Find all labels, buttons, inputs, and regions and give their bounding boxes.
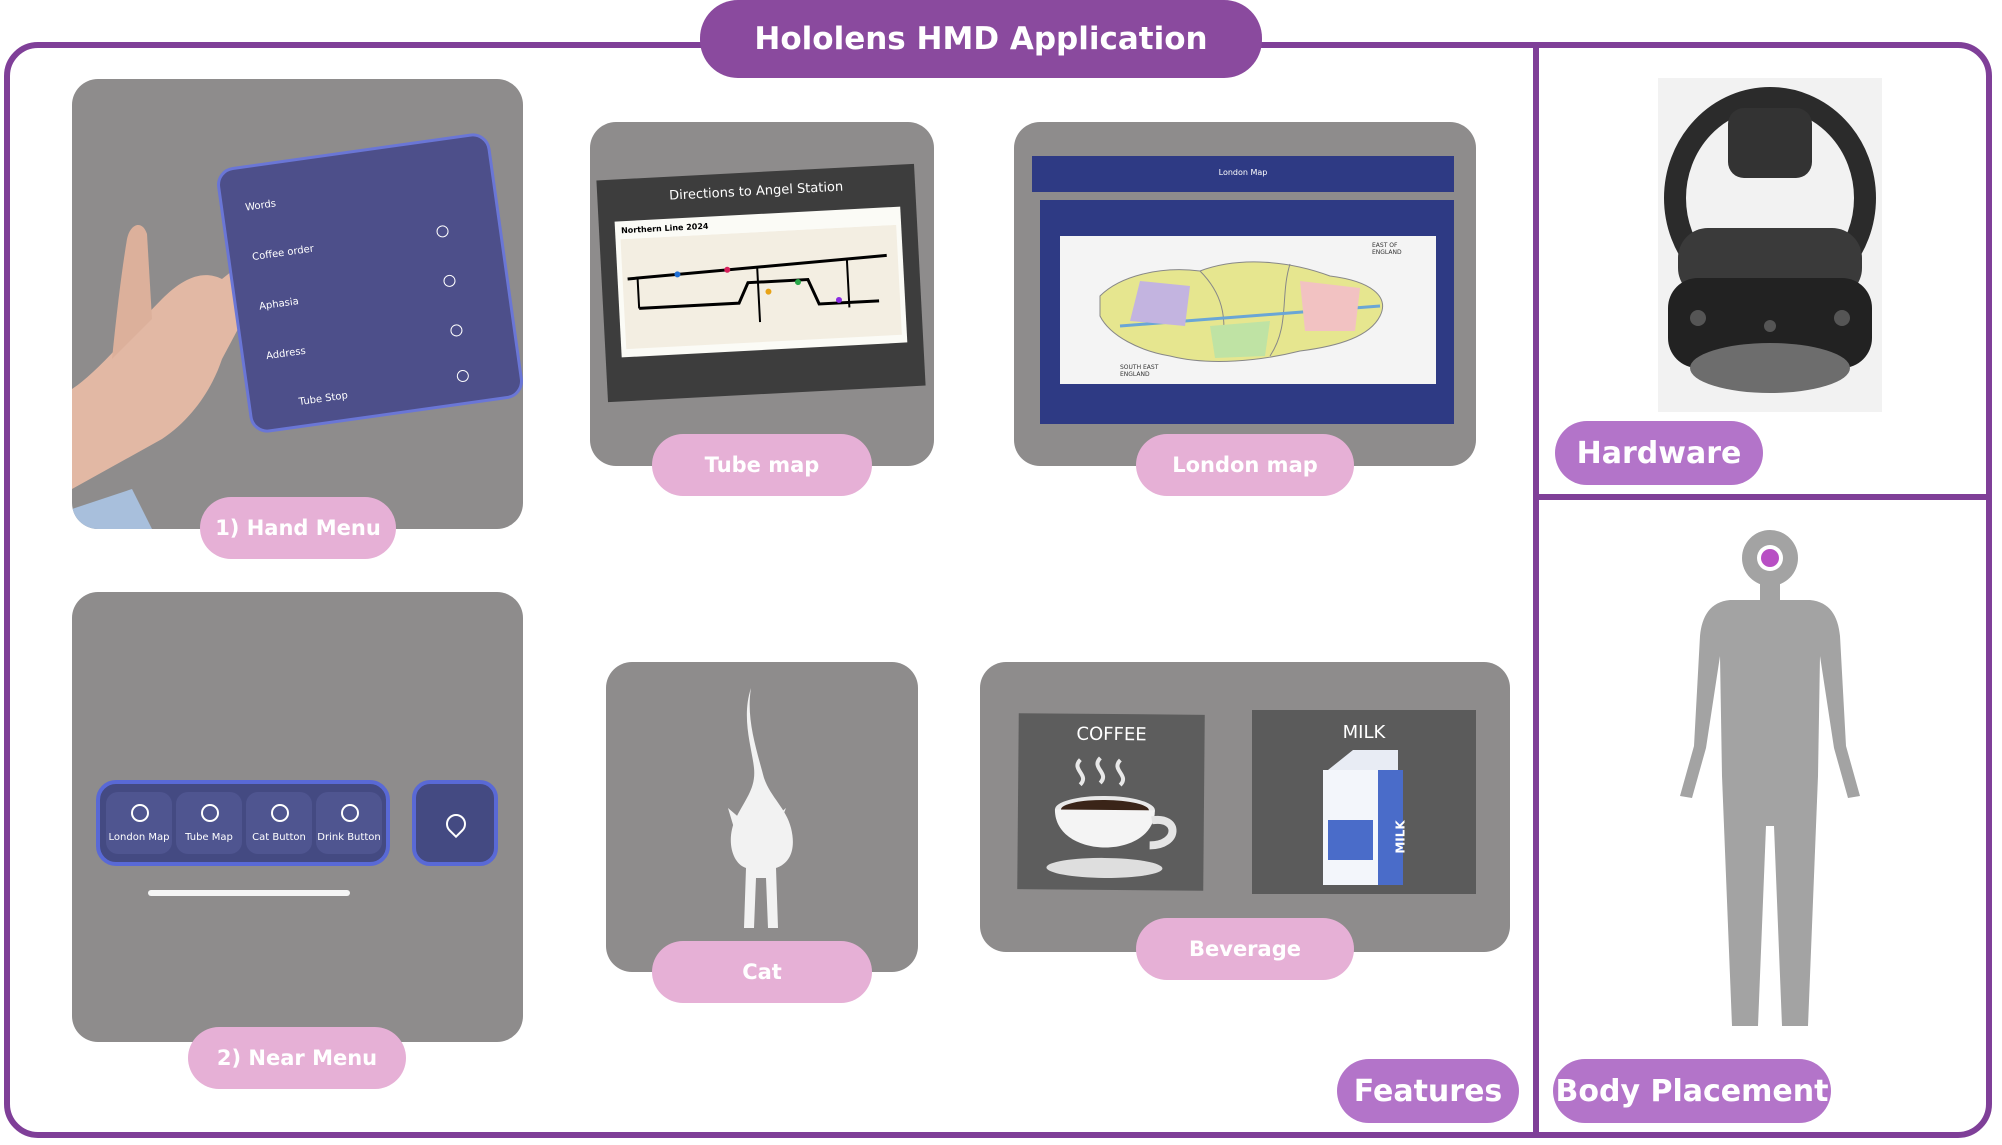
coffee-card[interactable]: COFFEE [1017,713,1205,891]
page-title: Hololens HMD Application [700,0,1262,78]
pin-button[interactable] [412,780,498,866]
tube-map-button-label: Tube Map [185,832,233,843]
human-body-figure [1680,530,1860,1026]
london-map-header: London Map [1032,156,1454,192]
hand-menu-card: Words Coffee order Aphasia Address Tube … [214,131,523,435]
milk-carton-icon [1323,750,1403,885]
hand-menu-item-address[interactable]: Address [265,345,307,363]
milk-card[interactable]: MILK MILK [1252,710,1476,894]
milk-label: MILK [1342,722,1386,743]
globe-icon [131,804,149,822]
near-menu-panel: London Map Tube Map Cat Button Drink But… [72,592,523,1042]
location-pin-icon [449,323,464,338]
beverage-label: Beverage [1136,918,1354,980]
star-icon [341,804,359,822]
drink-button-label: Drink Button [317,832,381,843]
london-map-panel: London Map EAST OF ENGLAND SOUTH EAST EN… [1014,122,1476,466]
vertical-divider [1533,44,1539,1138]
cat-panel [606,662,918,972]
hand-menu-item-coffee-order[interactable]: Coffee order [251,243,315,264]
features-label: Features [1337,1059,1519,1123]
hand-menu-label: 1) Hand Menu [200,497,396,559]
cat-button[interactable]: Cat Button [246,792,312,854]
hand-menu-item-tube-stop[interactable]: Tube Stop [298,390,349,408]
tube-map-image: Northern Line 2024 [614,206,908,358]
near-menu-label: 2) Near Menu [188,1027,406,1089]
hardware-label: Hardware [1555,421,1763,485]
hand-menu-item-words[interactable]: Words [244,198,277,214]
cat-button-label: Cat Button [252,832,306,843]
near-menu-drag-handle[interactable] [148,890,350,896]
pin-icon [441,809,471,839]
london-map-screen: EAST OF ENGLAND SOUTH EAST ENGLAND [1040,200,1454,424]
beverage-panel: COFFEE MILK MILK [980,662,1510,952]
london-map-button-label: London Map [108,832,170,843]
cat-label: Cat [652,941,872,1003]
drink-button[interactable]: Drink Button [316,792,382,854]
london-map-screen-title: London Map [1218,168,1268,177]
tube-map-button[interactable]: Tube Map [176,792,242,854]
tube-map-label: Tube map [652,434,872,496]
cat-model [728,688,793,928]
hand-menu-panel: Words Coffee order Aphasia Address Tube … [72,79,523,529]
region-east-label: EAST OF ENGLAND [1372,242,1402,256]
london-map-button[interactable]: London Map [106,792,172,854]
coffee-cup-icon [1046,756,1177,878]
compass-icon [456,369,470,383]
body-placement-label: Body Placement [1553,1059,1831,1123]
location-plus-icon [201,804,219,822]
tube-line-title: Northern Line 2024 [620,221,709,236]
tube-map-panel: Directions to Angel Station Northern Lin… [590,122,934,466]
london-map-image: EAST OF ENGLAND SOUTH EAST ENGLAND [1060,236,1436,384]
tag-icon [435,224,450,239]
tube-map-screen: Directions to Angel Station Northern Lin… [596,163,926,403]
horizontal-divider [1536,494,1988,500]
near-menu-bar: London Map Tube Map Cat Button Drink But… [96,780,390,866]
hololens-headset-photo [1658,78,1882,412]
tube-map-title: Directions to Angel Station [668,179,844,204]
person-icon [442,274,457,288]
london-map-label: London map [1136,434,1354,496]
hand-menu-item-aphasia[interactable]: Aphasia [258,296,300,313]
region-south-label: SOUTH EAST ENGLAND [1120,364,1159,378]
coffee-label: COFFEE [1076,723,1147,746]
milk-carton-text: MILK [1393,820,1408,854]
heart-icon [271,804,289,822]
hand-photo [72,159,302,529]
